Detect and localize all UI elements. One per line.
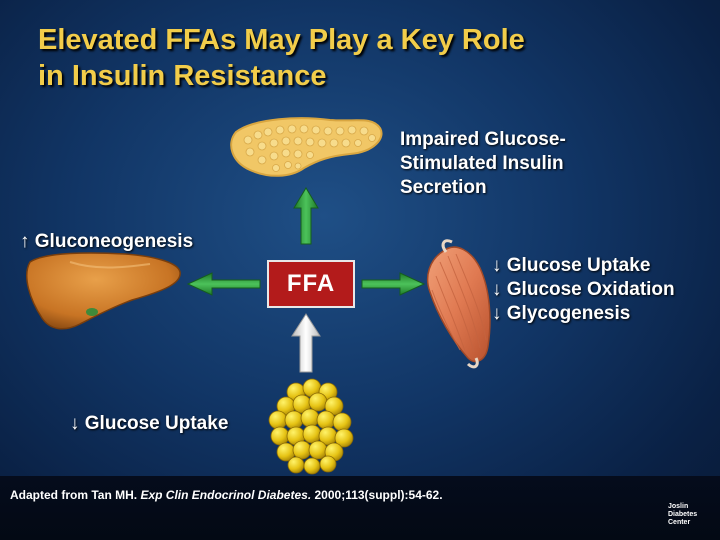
muscle-label-line-1: ↓ Glucose Uptake [492, 254, 675, 278]
arrow-right-to-muscle [362, 273, 424, 295]
logo-line-2: Diabetes [668, 511, 697, 519]
citation-journal: Exp Clin Endocrinol Diabetes. [140, 488, 311, 502]
citation-prefix: Adapted from Tan MH. [10, 488, 137, 502]
muscle-label: ↓ Glucose Uptake ↓ Glucose Oxidation ↓ G… [492, 254, 675, 326]
pancreas-label-line-2: Stimulated Insulin [400, 152, 566, 176]
citation: Adapted from Tan MH. Exp Clin Endocrinol… [10, 488, 443, 502]
liver-icon [27, 253, 180, 329]
muscle-icon [428, 241, 490, 367]
liver-label: ↑ Gluconeogenesis [20, 230, 193, 254]
ffa-box: FFA [267, 260, 355, 308]
pancreas-label-line-1: Impaired Glucose- [400, 128, 566, 152]
arrow-up-from-adipose [292, 314, 320, 372]
joslin-logo-text: Joslin Diabetes Center [668, 503, 697, 527]
pancreas-icon [231, 118, 381, 176]
liver-label-text: ↑ Gluconeogenesis [20, 230, 193, 254]
adipose-tissue-icon [269, 379, 353, 474]
logo-line-3: Center [668, 519, 697, 527]
citation-details: 2000;113(suppl):54-62. [315, 488, 443, 502]
muscle-label-line-2: ↓ Glucose Oxidation [492, 278, 675, 302]
adipose-label-text: ↓ Glucose Uptake [70, 412, 228, 436]
pancreas-label-line-3: Secretion [400, 176, 566, 200]
adipose-label: ↓ Glucose Uptake [70, 412, 228, 436]
arrow-up-to-pancreas [294, 188, 318, 244]
pancreas-label: Impaired Glucose- Stimulated Insulin Sec… [400, 128, 566, 200]
arrow-left-to-liver [188, 273, 260, 295]
muscle-label-line-3: ↓ Glycogenesis [492, 302, 675, 326]
logo-line-1: Joslin [668, 503, 697, 511]
footer-bar [0, 476, 720, 540]
